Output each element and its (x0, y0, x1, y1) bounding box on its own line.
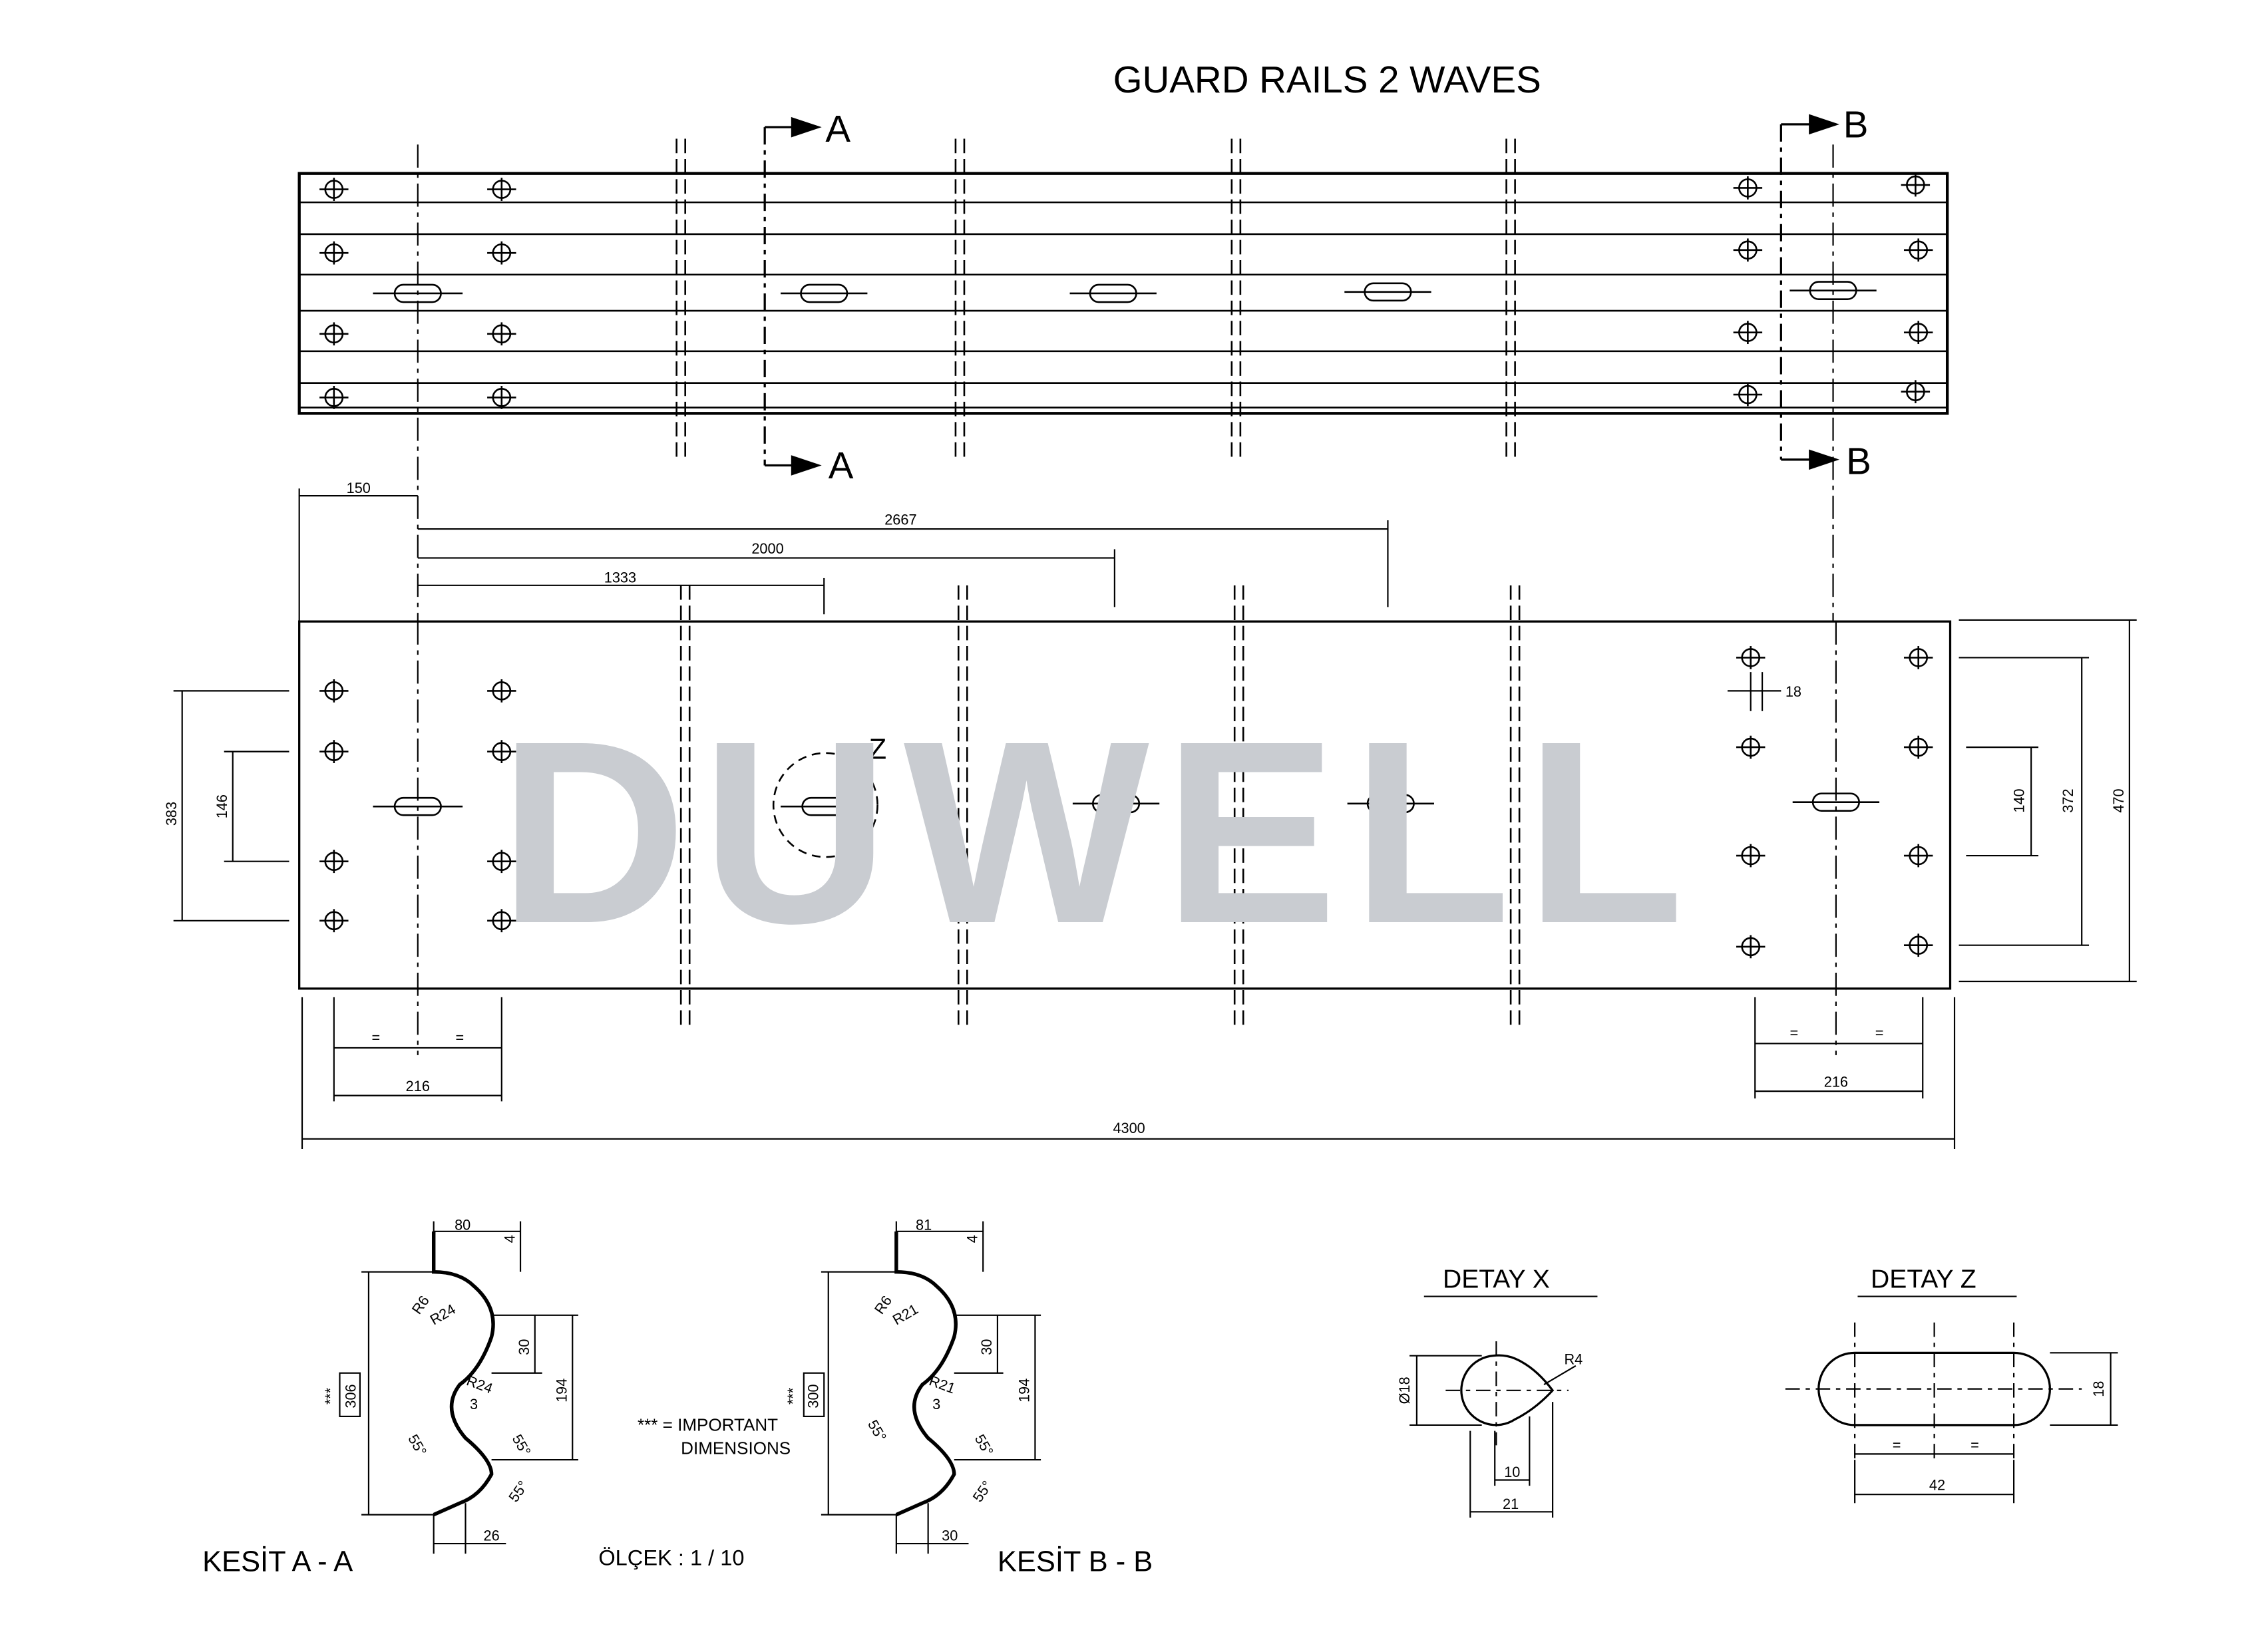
bb-r21-top: R21 (890, 1301, 921, 1329)
dim-140: 140 (2010, 788, 2027, 812)
aa-d4: 4 (501, 1235, 518, 1243)
dim-383: 383 (163, 802, 180, 826)
aa-d30: 30 (516, 1339, 532, 1355)
section-mark-b-top: B (1843, 103, 1869, 145)
dim-470: 470 (2110, 788, 2127, 812)
detail-mark-z: Z (869, 733, 887, 765)
drawing-title: GUARD RAILS 2 WAVES (1113, 59, 1541, 100)
detail-x-r4: R4 (1564, 1351, 1583, 1368)
detail-x-d10: 10 (1504, 1464, 1520, 1480)
detail-z-eq-1: = (1893, 1436, 1901, 1453)
section-mark-a-top: A (825, 108, 850, 150)
aa-d26: 26 (484, 1528, 500, 1544)
top-view: A A B B (297, 103, 1949, 622)
bb-a55-bottom: 55° (969, 1478, 995, 1505)
bolt-holes-top (319, 173, 1933, 409)
bb-d4: 4 (964, 1235, 981, 1243)
dim-1333: 1333 (604, 569, 636, 585)
aa-d306: 306 (342, 1384, 359, 1408)
bolt-holes-front (319, 646, 1933, 959)
aa-a55-left: 55° (405, 1431, 430, 1458)
detail-z-d18: 18 (2090, 1381, 2107, 1397)
section-cut-a (763, 114, 1840, 476)
bb-stars: *** (785, 1387, 801, 1404)
dim-4300: 4300 (1113, 1120, 1145, 1136)
detail-x (1409, 1295, 1598, 1518)
dim-146: 146 (214, 794, 230, 818)
aa-r24-mid: R24 (465, 1372, 495, 1397)
bb-a55-left: 55° (864, 1417, 890, 1444)
detail-z-eq-2: = (1970, 1436, 1979, 1453)
aa-d3: 3 (470, 1396, 478, 1412)
length-dimensions (298, 488, 1389, 622)
dim-2667: 2667 (884, 512, 916, 528)
bb-d30-bottom: 30 (942, 1528, 958, 1544)
section-b-b-caption: KESİT B - B (998, 1545, 1153, 1577)
detail-z-title: DETAY Z (1871, 1265, 1976, 1294)
dim-216-right: 216 (1824, 1074, 1848, 1090)
detail-z-d42: 42 (1929, 1477, 1945, 1494)
dim-2000: 2000 (751, 540, 783, 557)
important-note-line2: DIMENSIONS (681, 1438, 791, 1458)
aa-a55-right: 55° (509, 1431, 534, 1458)
dim-eq-right-1: = (1790, 1025, 1799, 1041)
detail-x-d21: 21 (1503, 1496, 1519, 1512)
front-view: Z (298, 585, 1952, 1055)
important-note-line1: *** = IMPORTANT (638, 1415, 778, 1435)
scale-note: ÖLÇEK : 1 / 10 (598, 1546, 744, 1570)
dim-eq-left-1: = (371, 1029, 380, 1045)
detail-z-callout-circle (772, 752, 878, 858)
bb-d81: 81 (916, 1217, 932, 1234)
bb-a55-right: 55° (972, 1431, 997, 1458)
detail-x-title: DETAY X (1443, 1265, 1550, 1294)
aa-d194: 194 (554, 1379, 570, 1403)
detail-x-teardrop-hole (1460, 1354, 1555, 1426)
aa-a55-bottom: 55° (505, 1478, 531, 1505)
dim-18-front: 18 (1785, 683, 1801, 700)
section-a-a (339, 1221, 578, 1554)
bb-d194: 194 (1016, 1379, 1033, 1403)
dim-eq-right-2: = (1875, 1025, 1884, 1041)
section-b-b (803, 1221, 1041, 1554)
slots-top (373, 281, 1877, 303)
detail-z (1785, 1295, 2118, 1504)
bb-d30: 30 (978, 1339, 995, 1355)
bb-r21-mid: R21 (927, 1372, 958, 1397)
dim-216-left: 216 (406, 1078, 430, 1094)
duwell-watermark: DUWELL (499, 687, 1699, 977)
dim-372: 372 (2060, 788, 2076, 812)
bb-d300: 300 (805, 1384, 822, 1408)
detail-x-d18: Ø18 (1396, 1377, 1413, 1404)
dim-eq-left-2: = (455, 1029, 464, 1045)
section-mark-b-bottom: B (1846, 440, 1871, 482)
dim-150: 150 (347, 480, 371, 496)
bb-d3: 3 (932, 1396, 940, 1412)
aa-stars: *** (322, 1387, 339, 1404)
front-view-dimensions (173, 619, 2137, 1150)
aa-r24-top: R24 (427, 1301, 459, 1329)
section-a-a-caption: KESİT A - A (202, 1545, 353, 1577)
section-mark-a-bottom: A (829, 444, 854, 486)
slots-front (373, 792, 1880, 816)
section-b-b-profile (894, 1231, 958, 1517)
section-a-a-profile (431, 1231, 495, 1517)
aa-d80: 80 (455, 1217, 470, 1234)
